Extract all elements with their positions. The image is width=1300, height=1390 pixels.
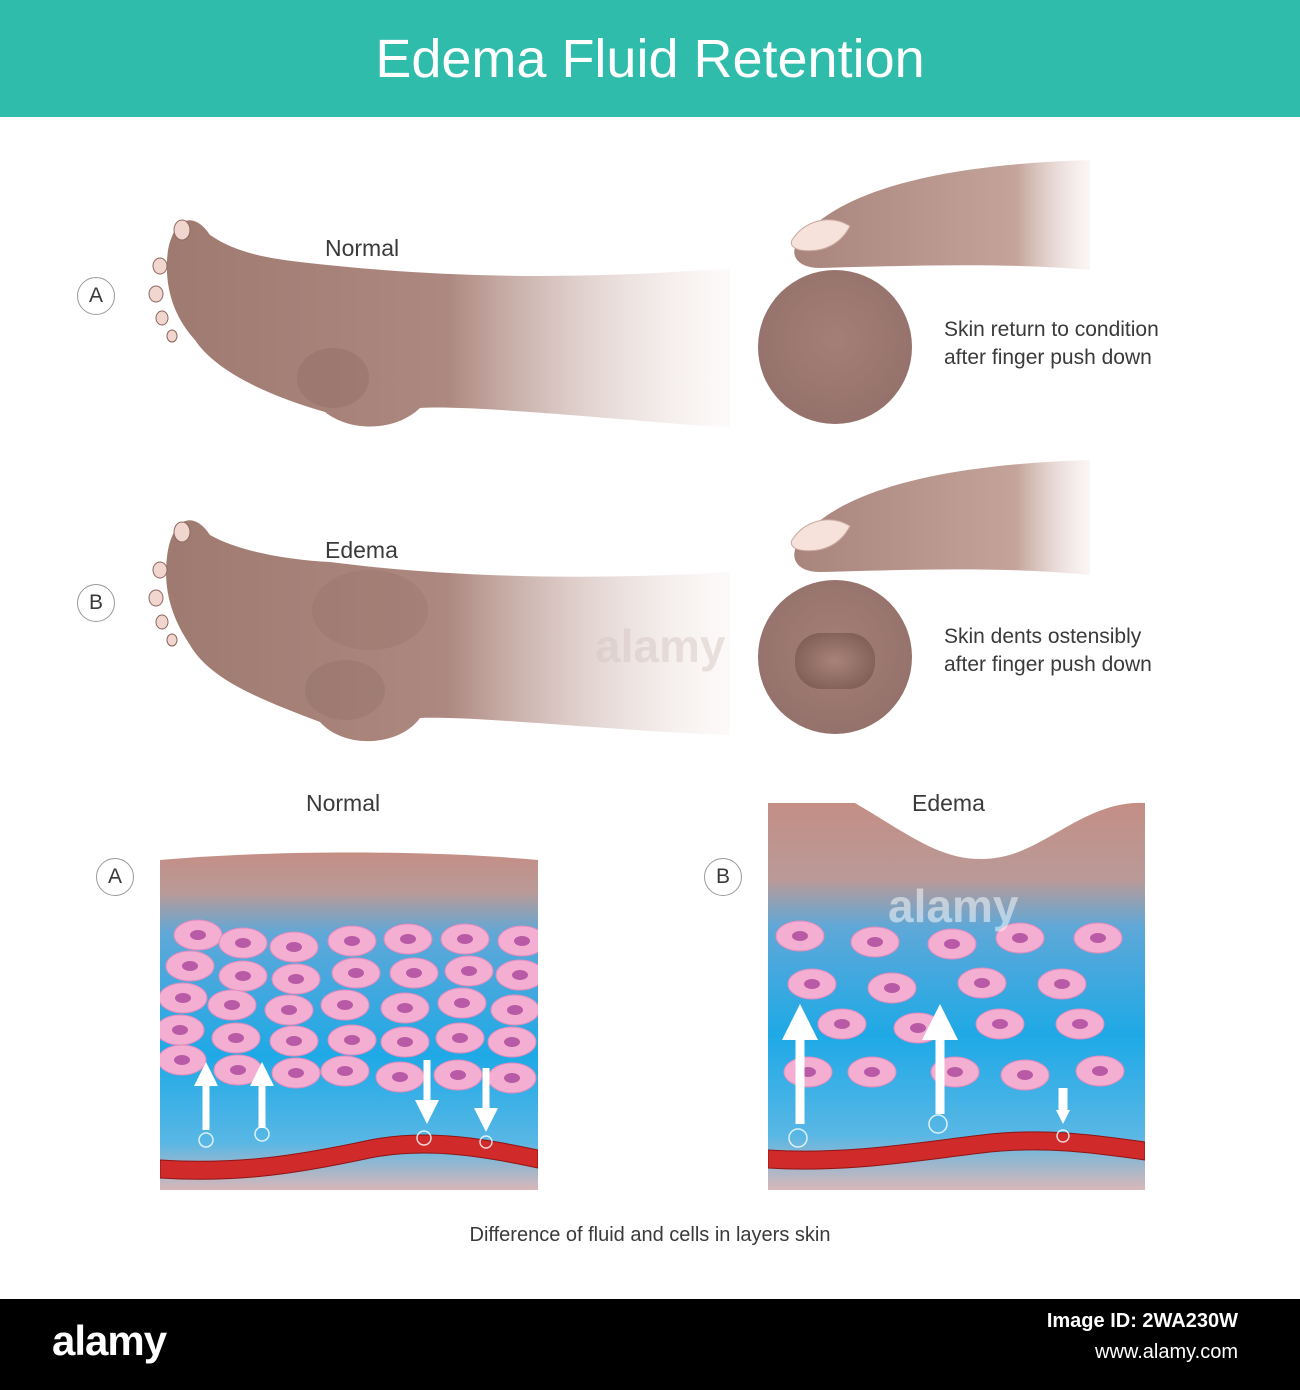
page-title: Edema Fluid Retention (375, 29, 925, 89)
skin-panel-normal (160, 852, 538, 1190)
image-id: Image ID: 2WA230W (1046, 1310, 1238, 1332)
alamy-logo: alamy (52, 1317, 167, 1364)
figure-caption: Difference of fluid and cells in layers … (469, 1224, 831, 1246)
finger-edema (790, 460, 1090, 575)
normal-skin-description: Skin return to condition after finger pu… (944, 318, 1159, 369)
leg-normal-label: Normal (325, 235, 400, 261)
badge-b-legs: B (77, 584, 115, 622)
skin-normal-label: Normal (306, 790, 381, 816)
skin-disc-normal (758, 270, 912, 424)
skin-edema-label: Edema (912, 790, 985, 816)
finger-normal (790, 160, 1090, 270)
illustration: alamy alamy (148, 160, 1145, 1190)
skin-panel-edema (768, 802, 1145, 1190)
watermark-layer: alamy alamy (595, 620, 1019, 932)
footer-bar: alamy Image ID: 2WA230W www.alamy.com (0, 1299, 1300, 1390)
badge-a-skin: A (96, 858, 134, 896)
edema-skin-description: Skin dents ostensibly after finger push … (944, 625, 1152, 676)
skin-dent (795, 633, 875, 689)
svg-text:alamy: alamy (888, 880, 1019, 932)
edema-leg (148, 520, 731, 742)
normal-leg (148, 219, 730, 428)
header-banner (0, 0, 1300, 117)
svg-text:alamy: alamy (595, 620, 726, 672)
leg-edema-label: Edema (325, 537, 398, 563)
badge-b-skin: B (704, 858, 742, 896)
site-url: www.alamy.com (1095, 1341, 1238, 1363)
badge-a-legs: A (77, 277, 115, 315)
